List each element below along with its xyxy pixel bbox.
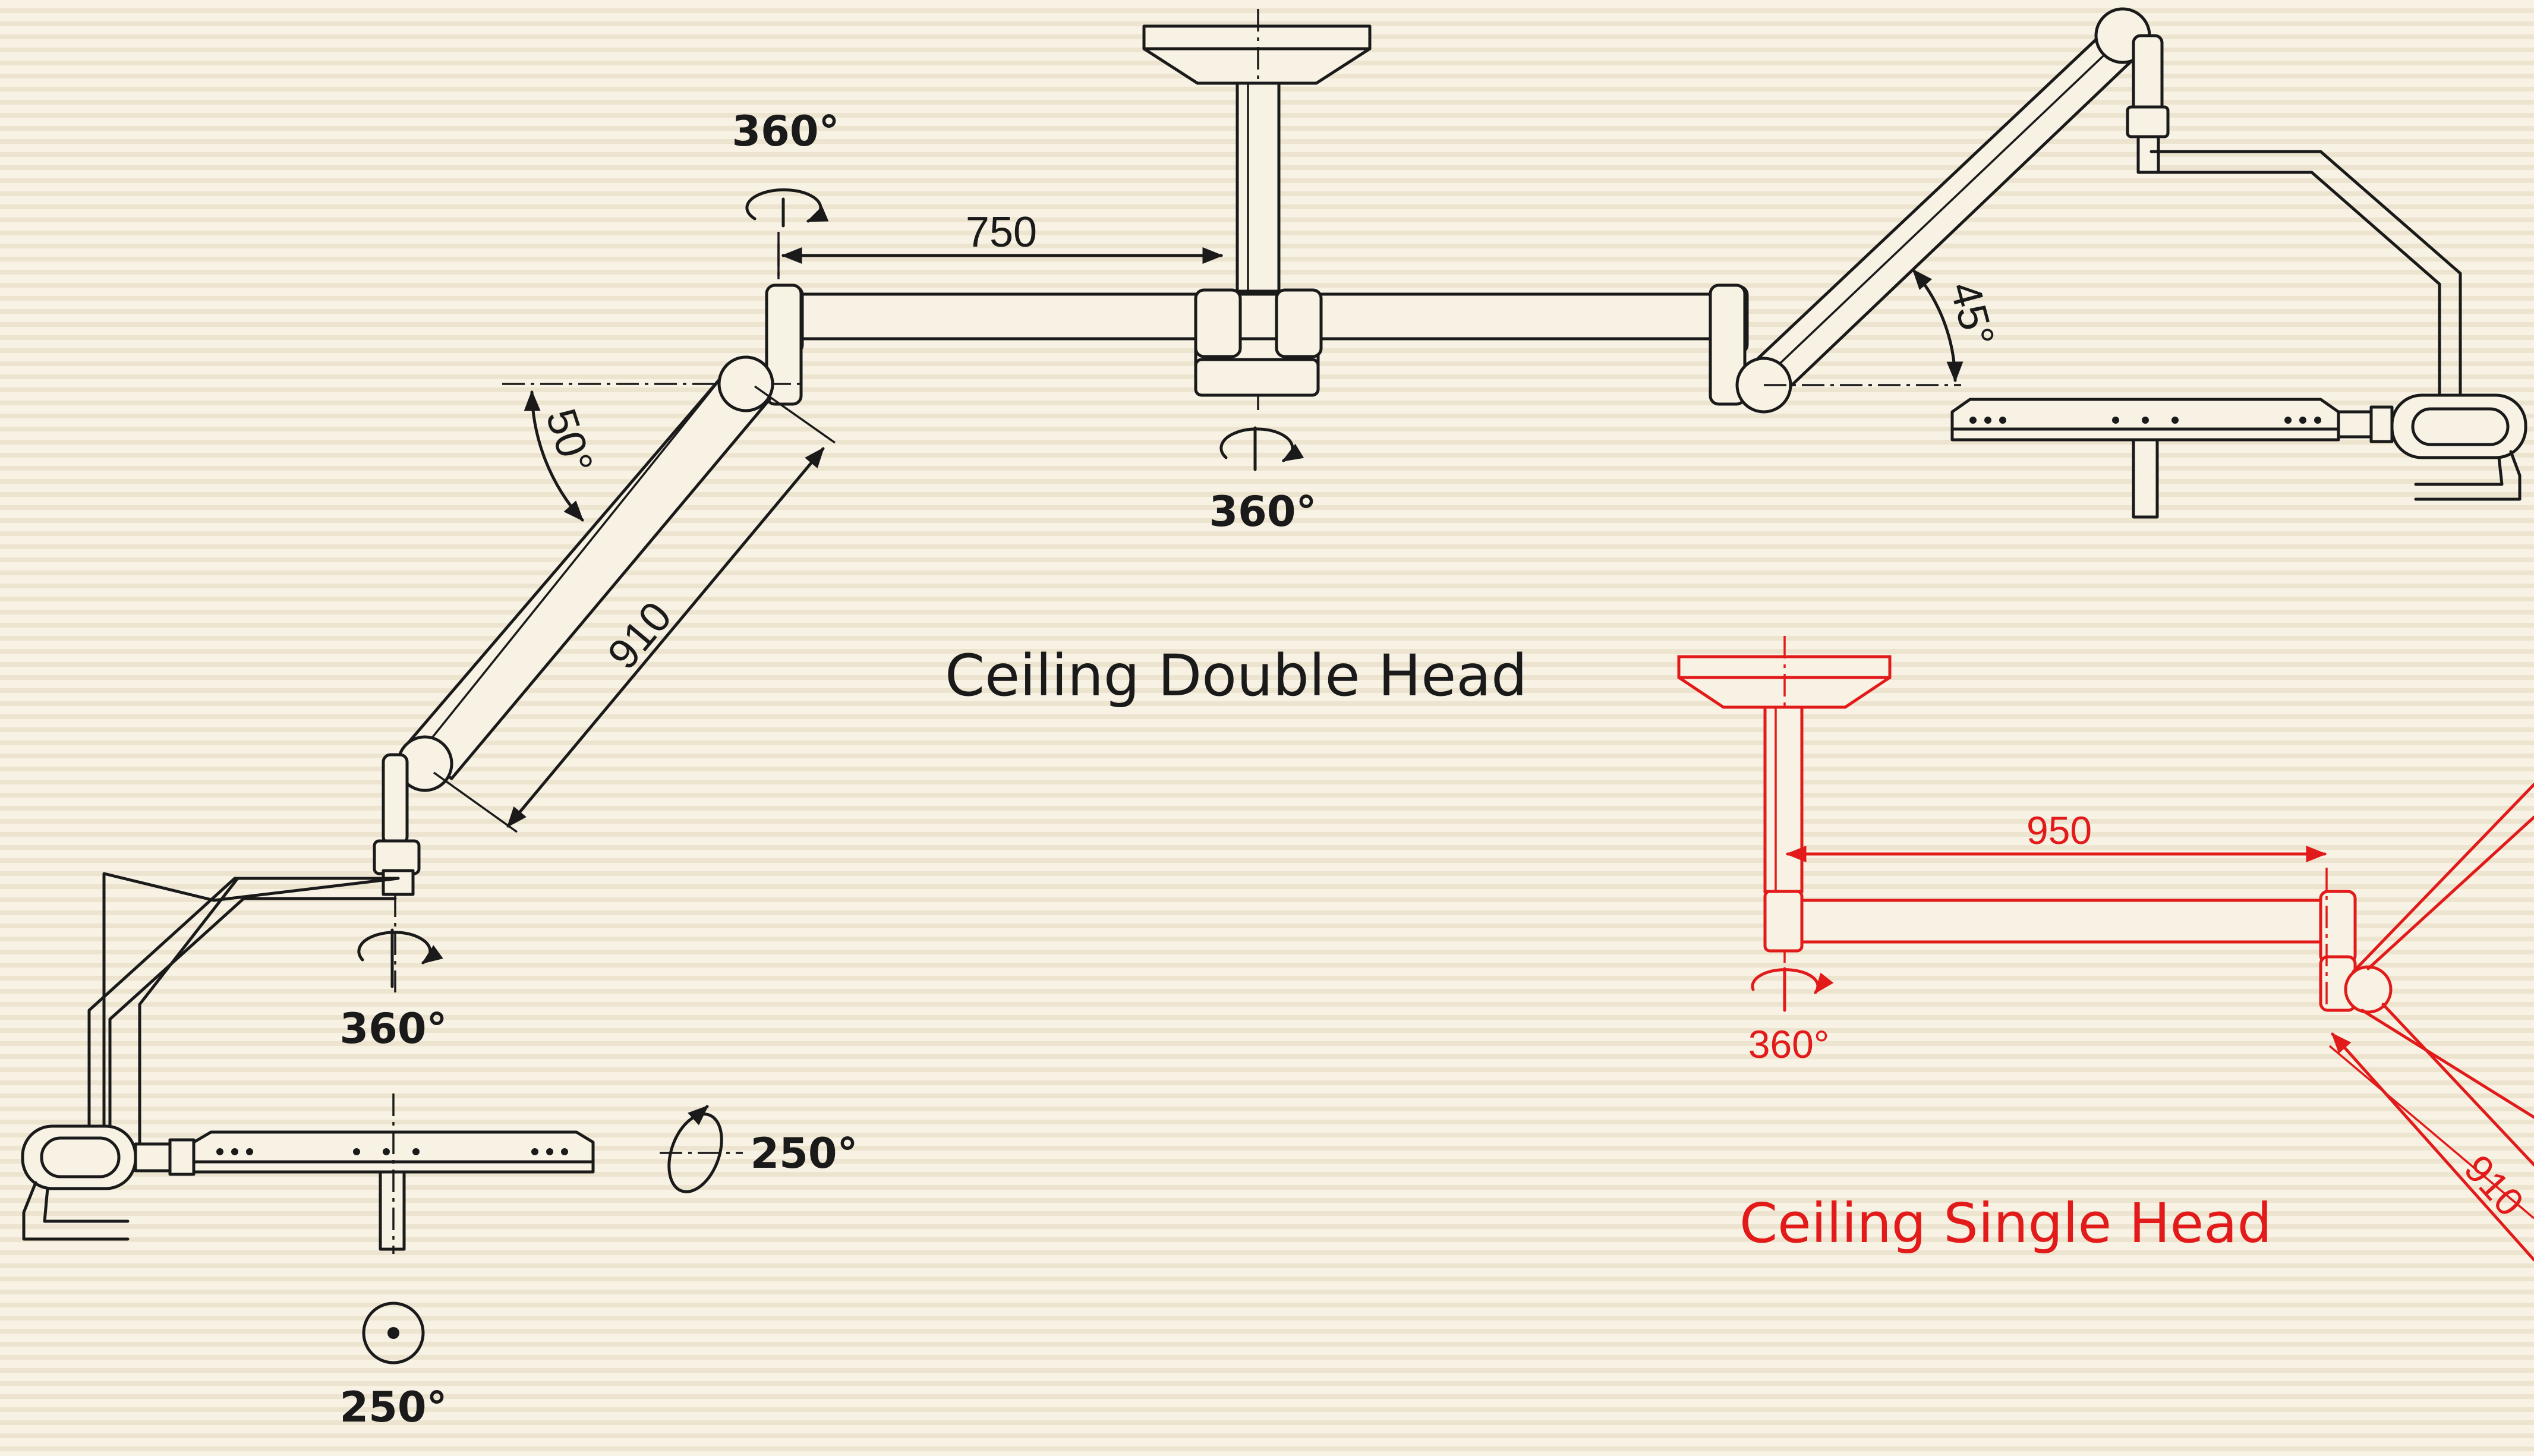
angle-label-center: 360° <box>1209 487 1316 536</box>
angle-label-head-tilt: 250° <box>750 1129 858 1178</box>
right-light-head <box>1950 393 2527 519</box>
ceiling-double-head-drawing: 750 910 50° 45° 360° 360° <box>21 7 2527 1432</box>
dim-label-950: 950 <box>2026 808 2092 852</box>
left-light-head <box>21 1093 743 1254</box>
single-column <box>1763 705 1804 953</box>
rotation-center: 360° <box>1209 426 1317 536</box>
angle-label-left-yoke: 360° <box>339 1004 447 1053</box>
dimension-750: 750 <box>777 209 1224 279</box>
ceiling-single-head-drawing: 950 910 360° Ceiling Single Head <box>1677 636 2534 1262</box>
double-head-title: Ceiling Double Head <box>945 642 1527 709</box>
angle-label-top-left: 360° <box>732 107 839 156</box>
single-spring-arm <box>2328 783 2534 1219</box>
angle-label-single: 360° <box>1748 1022 1830 1066</box>
rotation-top-left: 360° <box>732 107 840 228</box>
dim-label-750: 750 <box>966 209 1037 256</box>
right-yoke <box>2126 34 2462 406</box>
single-head-title: Ceiling Single Head <box>1739 1192 2272 1255</box>
single-rotation: 360° <box>1748 967 1834 1066</box>
single-dimension-950: 950 <box>1785 808 2327 862</box>
left-yoke <box>87 753 421 1155</box>
angle-label-head-rotate: 250° <box>339 1383 447 1432</box>
rotation-head-tilt: 250° <box>667 1105 858 1193</box>
ceiling-mount <box>1142 9 1372 410</box>
rotation-left-yoke: 360° <box>339 928 447 1053</box>
rotation-head-axis: 250° <box>339 1301 447 1432</box>
